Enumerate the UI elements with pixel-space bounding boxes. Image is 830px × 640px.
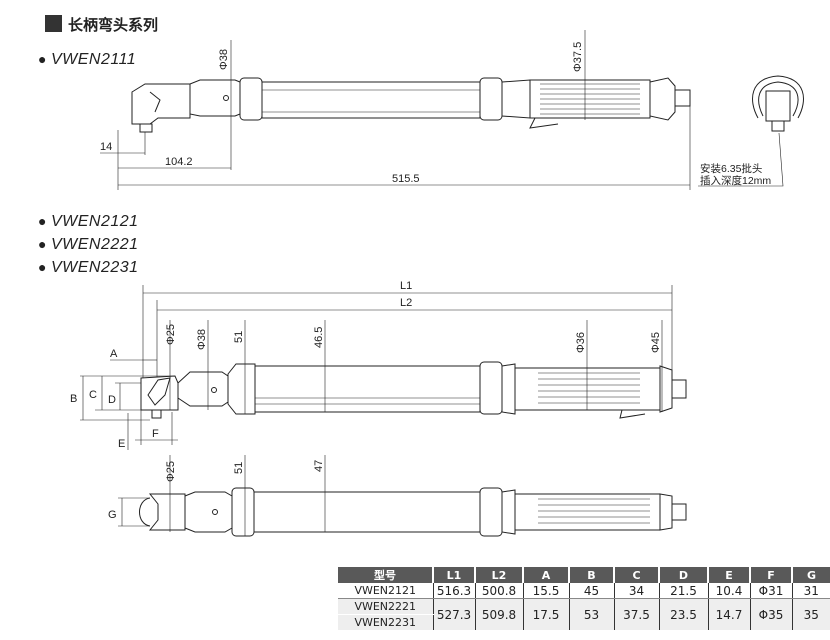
dim-head-dia: Φ38 xyxy=(218,49,230,70)
grip-hatching xyxy=(540,83,640,115)
drawing-vwen2111: Φ38 Φ37.5 14 104.2 515.5 安装6.35批头 插入深度12… xyxy=(100,30,804,190)
model-label-vwen2121: ●VWEN2121 xyxy=(38,213,139,230)
section-title: 长柄弯头系列 xyxy=(68,16,159,34)
table-row: VWEN2121 516.3 500.8 15.5 45 34 21.5 10.… xyxy=(338,583,830,599)
grip-hatching xyxy=(538,372,640,404)
cell-e: 14.7 xyxy=(707,598,750,631)
cell-e: 10.4 xyxy=(707,583,750,599)
cell-c: 37.5 xyxy=(613,598,659,631)
col-header-l2: L2 xyxy=(474,567,523,583)
cell-l2: 500.8 xyxy=(474,583,523,599)
dim-f: F xyxy=(152,428,159,440)
dim-phi45: Φ45 xyxy=(650,332,662,353)
dim-phi38: Φ38 xyxy=(196,329,208,350)
col-header-f: F xyxy=(749,567,792,583)
insertion-depth-note: 插入深度12mm xyxy=(700,174,771,187)
dim-total-len: 515.5 xyxy=(392,173,420,185)
cell-d: 21.5 xyxy=(658,583,708,599)
bit-install-note: 安装6.35批头 xyxy=(700,162,762,175)
cell-model: VWEN2121 xyxy=(338,583,433,599)
col-header-c: C xyxy=(613,567,659,583)
col-header-d: D xyxy=(658,567,708,583)
dim3-51: 51 xyxy=(233,462,245,474)
dim-e: E xyxy=(118,438,125,450)
dim-phi36: Φ36 xyxy=(575,332,587,353)
model-label-vwen2231: ●VWEN2231 xyxy=(38,259,139,276)
col-header-g: G xyxy=(791,567,830,583)
dim-offset: 14 xyxy=(100,141,112,153)
cell-model: VWEN2231 xyxy=(338,614,433,631)
cell-f: Φ35 xyxy=(749,598,792,631)
dim-51: 51 xyxy=(233,331,245,343)
cell-l1: 527.3 xyxy=(432,598,475,631)
col-header-model: 型号 xyxy=(338,567,433,583)
cell-g: 31 xyxy=(791,583,830,599)
dim-c: C xyxy=(89,389,97,401)
table-row: VWEN2221 527.3 509.8 17.5 53 37.5 23.5 1… xyxy=(338,598,830,631)
dim-d: D xyxy=(108,394,116,406)
col-header-e: E xyxy=(707,567,750,583)
dim-l1: L1 xyxy=(400,280,412,292)
cell-l2: 509.8 xyxy=(474,598,523,631)
dim-46-5: 46.5 xyxy=(313,327,325,348)
cell-b: 45 xyxy=(568,583,614,599)
head-side-view xyxy=(698,75,804,187)
col-header-a: A xyxy=(522,567,569,583)
grip-hatching xyxy=(538,498,650,524)
table-header-row: 型号 L1 L2 A B C D E F G xyxy=(338,567,830,583)
section-marker xyxy=(45,15,62,32)
model-label-vwen2111: ●VWEN2111 xyxy=(38,51,137,68)
cell-a: 15.5 xyxy=(522,583,569,599)
cell-g: 35 xyxy=(791,598,830,631)
cell-b: 53 xyxy=(568,598,614,631)
table-row: VWEN2231 xyxy=(338,614,830,631)
cell-a: 17.5 xyxy=(522,598,569,631)
dim-head-len: 104.2 xyxy=(165,156,193,168)
dim-grip-dia: Φ37.5 xyxy=(572,42,584,72)
cell-c: 34 xyxy=(613,583,659,599)
spec-table: 型号 L1 L2 A B C D E F G VWEN2121 516.3 50… xyxy=(338,567,830,631)
cell-model: VWEN2221 xyxy=(338,598,433,615)
dim-b: B xyxy=(70,393,77,405)
dim-phi25: Φ25 xyxy=(165,324,177,345)
dim-g: G xyxy=(108,509,117,521)
cell-d: 23.5 xyxy=(658,598,708,631)
dim3-phi25: Φ25 xyxy=(165,461,177,482)
dim-l2: L2 xyxy=(400,297,412,309)
dim3-47: 47 xyxy=(313,460,325,472)
drawing-vwen2121: L1 L2 Φ25 xyxy=(70,280,687,450)
col-header-b: B xyxy=(568,567,614,583)
model-label-vwen2221: ●VWEN2221 xyxy=(38,236,139,253)
cell-l1: 516.3 xyxy=(432,583,475,599)
cell-f: Φ31 xyxy=(749,583,792,599)
drawing-vwen2221-2231: Φ25 51 47 G xyxy=(108,455,687,537)
dim-a: A xyxy=(110,348,118,360)
col-header-l1: L1 xyxy=(432,567,475,583)
